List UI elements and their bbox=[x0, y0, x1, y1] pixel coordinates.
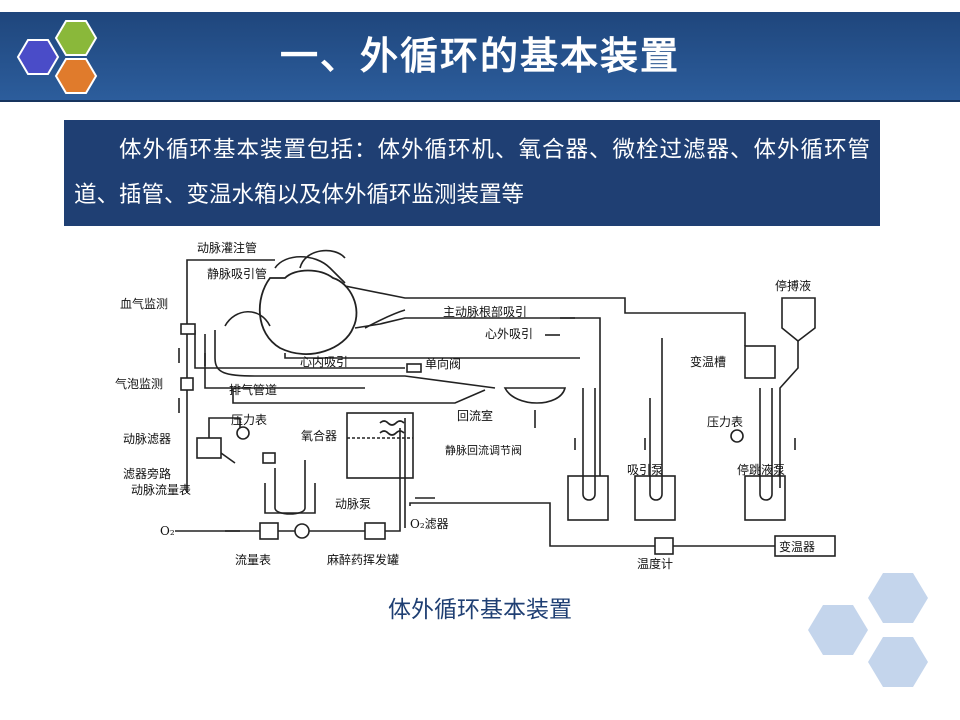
vent-line bbox=[232, 388, 486, 404]
hex-green bbox=[54, 20, 98, 56]
label-o2-filter: O₂滤器 bbox=[410, 517, 449, 531]
figure-caption: 体外循环基本装置 bbox=[388, 597, 572, 623]
label-arterial-flowmeter: 动脉流量表 bbox=[131, 482, 191, 497]
label-reservoir: 回流室 bbox=[457, 408, 493, 423]
label-arterial-cannula: 动脉灌注管 bbox=[197, 240, 257, 255]
pressure-gauge-1 bbox=[236, 426, 250, 440]
label-pericardial-suction: 心外吸引 bbox=[485, 327, 533, 341]
aortic-root-line bbox=[344, 285, 746, 346]
label-cardioplegia-pump: 停跳液泵 bbox=[737, 462, 785, 477]
heat-tank bbox=[744, 345, 776, 379]
label-venous-return-valve: 静脉回流调节阀 bbox=[445, 443, 522, 457]
venous-cannula bbox=[224, 311, 271, 327]
label-suction-pump: 吸引泵 bbox=[627, 463, 663, 477]
aorta bbox=[274, 256, 346, 284]
cardioplegia-bag bbox=[781, 297, 816, 343]
label-bubble-monitor: 气泡监测 bbox=[115, 376, 163, 391]
label-o2: O₂ bbox=[160, 524, 175, 538]
pressure-gauge-2 bbox=[730, 429, 744, 443]
deco-hex-2 bbox=[808, 605, 868, 655]
heart-shape bbox=[258, 269, 358, 355]
filter-bypass-line bbox=[220, 452, 236, 464]
label-check-valve: 单向阀 bbox=[425, 356, 461, 371]
arterial-pump bbox=[264, 483, 316, 514]
intracardiac-line bbox=[194, 330, 405, 369]
pump-bucket-2 bbox=[634, 475, 676, 521]
label-blood-gas: 血气监测 bbox=[120, 296, 168, 311]
label-intracardiac-suction: 心内吸引 bbox=[300, 355, 348, 369]
arterial-line bbox=[186, 259, 275, 493]
title-bar bbox=[0, 12, 960, 102]
label-filter-bypass: 滤器旁路 bbox=[123, 466, 171, 481]
arterial-filter bbox=[196, 437, 222, 459]
label-oxygenator: 氧合器 bbox=[301, 428, 337, 443]
pump-bucket-1 bbox=[567, 475, 609, 521]
label-vent-line: 排气管道 bbox=[229, 382, 277, 397]
label-heat-exchanger: 变温器 bbox=[779, 539, 815, 554]
label-aortic-root-suction: 主动脉根部吸引 bbox=[443, 304, 527, 319]
label-flowmeter: 流量表 bbox=[235, 553, 271, 567]
hex-blue bbox=[16, 39, 60, 75]
reservoir-bowl bbox=[503, 387, 567, 404]
water-line bbox=[409, 502, 655, 547]
check-valve bbox=[406, 363, 422, 373]
label-arterial-filter: 动脉滤器 bbox=[123, 431, 171, 446]
label-cardioplegia: 停搏液 bbox=[775, 278, 811, 293]
pericardial-suction bbox=[284, 353, 580, 359]
label-thermometer: 温度计 bbox=[637, 556, 673, 571]
venous-tube bbox=[214, 330, 496, 389]
hexagon-logo bbox=[16, 20, 98, 94]
intro-box: 体外循环基本装置包括：体外循环机、氧合器、微栓过滤器、体外循环管道、插管、变温水… bbox=[64, 120, 880, 226]
heat-exchanger-box bbox=[774, 535, 836, 557]
label-pressure-gauge-2: 压力表 bbox=[707, 415, 743, 429]
vaporizer-box bbox=[364, 522, 386, 540]
bubble-monitor-box bbox=[180, 377, 194, 391]
blood-gas-box bbox=[180, 323, 196, 335]
oxygenator bbox=[346, 412, 414, 479]
cpb-diagram: 动脉灌注管 静脉吸引管 血气监测 气泡监测 动脉滤器 滤器旁路 动脉流量表 压力… bbox=[115, 240, 836, 571]
thermometer-box bbox=[654, 537, 674, 555]
label-pressure-gauge-1: 压力表 bbox=[231, 413, 267, 427]
label-venous-cannula: 静脉吸引管 bbox=[207, 266, 267, 281]
decorative-hexagons bbox=[808, 573, 928, 687]
pump-bucket-3 bbox=[744, 475, 786, 521]
label-arterial-pump: 动脉泵 bbox=[335, 496, 371, 511]
intro-text: 体外循环基本装置包括：体外循环机、氧合器、微栓过滤器、体外循环管道、插管、变温水… bbox=[74, 137, 870, 208]
sucker-tip bbox=[364, 309, 406, 329]
deco-hex-3 bbox=[868, 637, 928, 687]
flowmeter-box bbox=[259, 522, 279, 540]
flow-arrows bbox=[178, 317, 796, 532]
hex-orange bbox=[54, 58, 98, 94]
heart-vessel bbox=[299, 249, 346, 269]
deco-hex-1 bbox=[868, 573, 928, 623]
label-heat-tank: 变温槽 bbox=[690, 354, 726, 369]
label-vaporizer: 麻醉药挥发罐 bbox=[327, 552, 399, 567]
venous-line-top bbox=[204, 334, 365, 389]
page-title: 一、外循环的基本装置 bbox=[279, 34, 680, 78]
